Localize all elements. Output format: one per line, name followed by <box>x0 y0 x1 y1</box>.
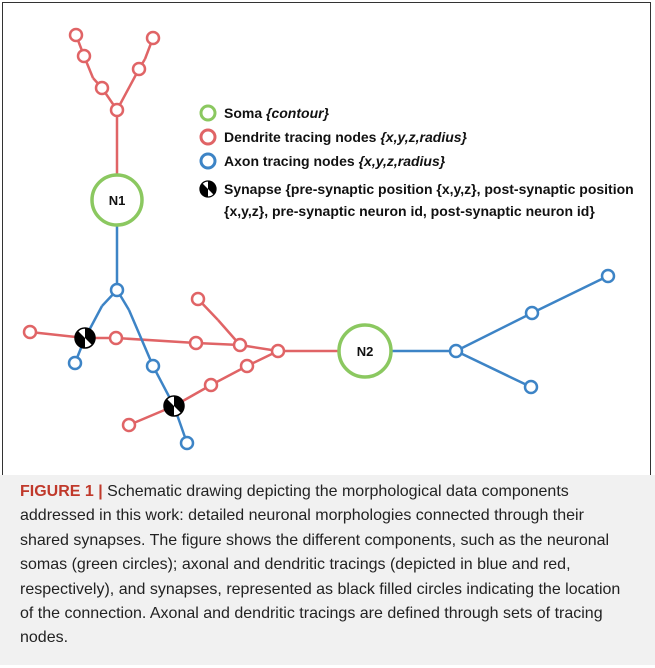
dendrite-node <box>145 30 161 46</box>
dendrite-node <box>121 417 137 433</box>
dendrite-node <box>232 337 248 353</box>
axon-node <box>67 355 83 371</box>
axon-node <box>523 379 539 395</box>
legend: Soma {contour} Dendrite tracing nodes {x… <box>199 104 634 219</box>
dendrite-node <box>203 377 219 393</box>
dendrite-node <box>108 330 124 346</box>
dendrite-node <box>239 358 255 374</box>
dendrite-nodes <box>22 27 286 433</box>
dendrite-node <box>190 291 206 307</box>
dendrite-node <box>131 61 147 77</box>
svg-text:Dendrite tracing nodes {x,y,z,: Dendrite tracing nodes {x,y,z,radius} <box>224 129 468 145</box>
legend-synapse: Synapse {pre-synaptic position {x,y,z}, … <box>199 180 634 219</box>
soma-n1: N1 <box>90 173 144 227</box>
axon-node <box>524 305 540 321</box>
caption-background <box>0 475 655 665</box>
dendrite-node <box>109 102 125 118</box>
svg-text:Soma {contour}: Soma {contour} <box>224 105 330 121</box>
axon-node <box>109 282 125 298</box>
axon-node <box>448 343 464 359</box>
dendrite-node <box>68 27 84 43</box>
n2-axon-edges <box>392 274 609 389</box>
dendrite-node <box>94 80 110 96</box>
soma-n1-label: N1 <box>109 193 126 208</box>
legend-axon-attr: {x,y,z,radius} <box>359 153 446 169</box>
axon-node <box>145 358 161 374</box>
legend-soma-label: Soma <box>224 105 266 121</box>
legend-synapse-line1: Synapse {pre-synaptic position {x,y,z}, … <box>224 181 634 197</box>
soma-n2: N2 <box>337 323 393 379</box>
axon-node <box>179 435 195 451</box>
legend-soma: Soma {contour} <box>199 104 330 122</box>
caption-label: FIGURE 1 | <box>20 483 103 500</box>
legend-synapse-line2: {x,y,z}, pre-synaptic neuron id, post-sy… <box>224 203 595 219</box>
caption-text: Schematic drawing depicting the morpholo… <box>20 483 621 647</box>
soma-n2-label: N2 <box>357 344 374 359</box>
svg-text:Axon tracing nodes {x,y,z,radi: Axon tracing nodes {x,y,z,radius} <box>224 153 446 169</box>
dendrite-node <box>270 343 286 359</box>
dendrite-node <box>22 324 38 340</box>
dendrite-node <box>188 335 204 351</box>
legend-dendrite: Dendrite tracing nodes {x,y,z,radius} <box>199 128 468 146</box>
axon-nodes <box>67 268 616 451</box>
legend-axon: Axon tracing nodes {x,y,z,radius} <box>199 152 446 170</box>
axon-node <box>600 268 616 284</box>
legend-dendrite-attr: {x,y,z,radius} <box>380 129 467 145</box>
synapse-2 <box>163 395 185 417</box>
legend-soma-attr: {contour} <box>266 105 330 121</box>
neuron-diagram: N1 N2 <box>22 27 634 451</box>
dendrite-node <box>76 48 92 64</box>
synapse-icon <box>199 180 217 198</box>
legend-dendrite-label: Dendrite tracing nodes <box>224 129 380 145</box>
legend-axon-label: Axon tracing nodes <box>224 153 359 169</box>
synapse-1 <box>74 327 96 349</box>
figure-caption: FIGURE 1 | Schematic drawing depicting t… <box>20 480 635 651</box>
